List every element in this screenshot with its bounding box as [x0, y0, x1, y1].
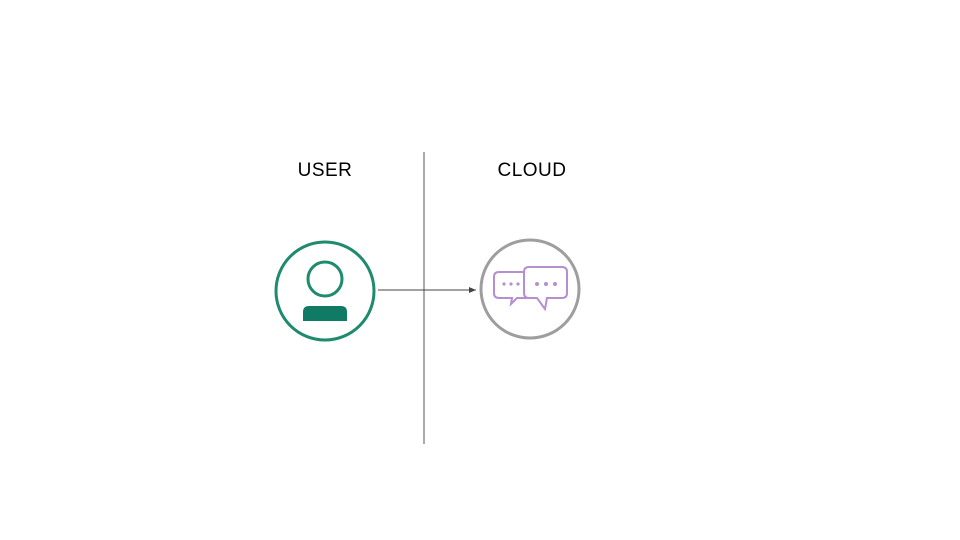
cloud-label: CLOUD — [497, 160, 567, 181]
person-icon — [274, 240, 376, 342]
user-label: USER — [297, 160, 353, 181]
chat-bubbles-icon — [479, 238, 581, 340]
